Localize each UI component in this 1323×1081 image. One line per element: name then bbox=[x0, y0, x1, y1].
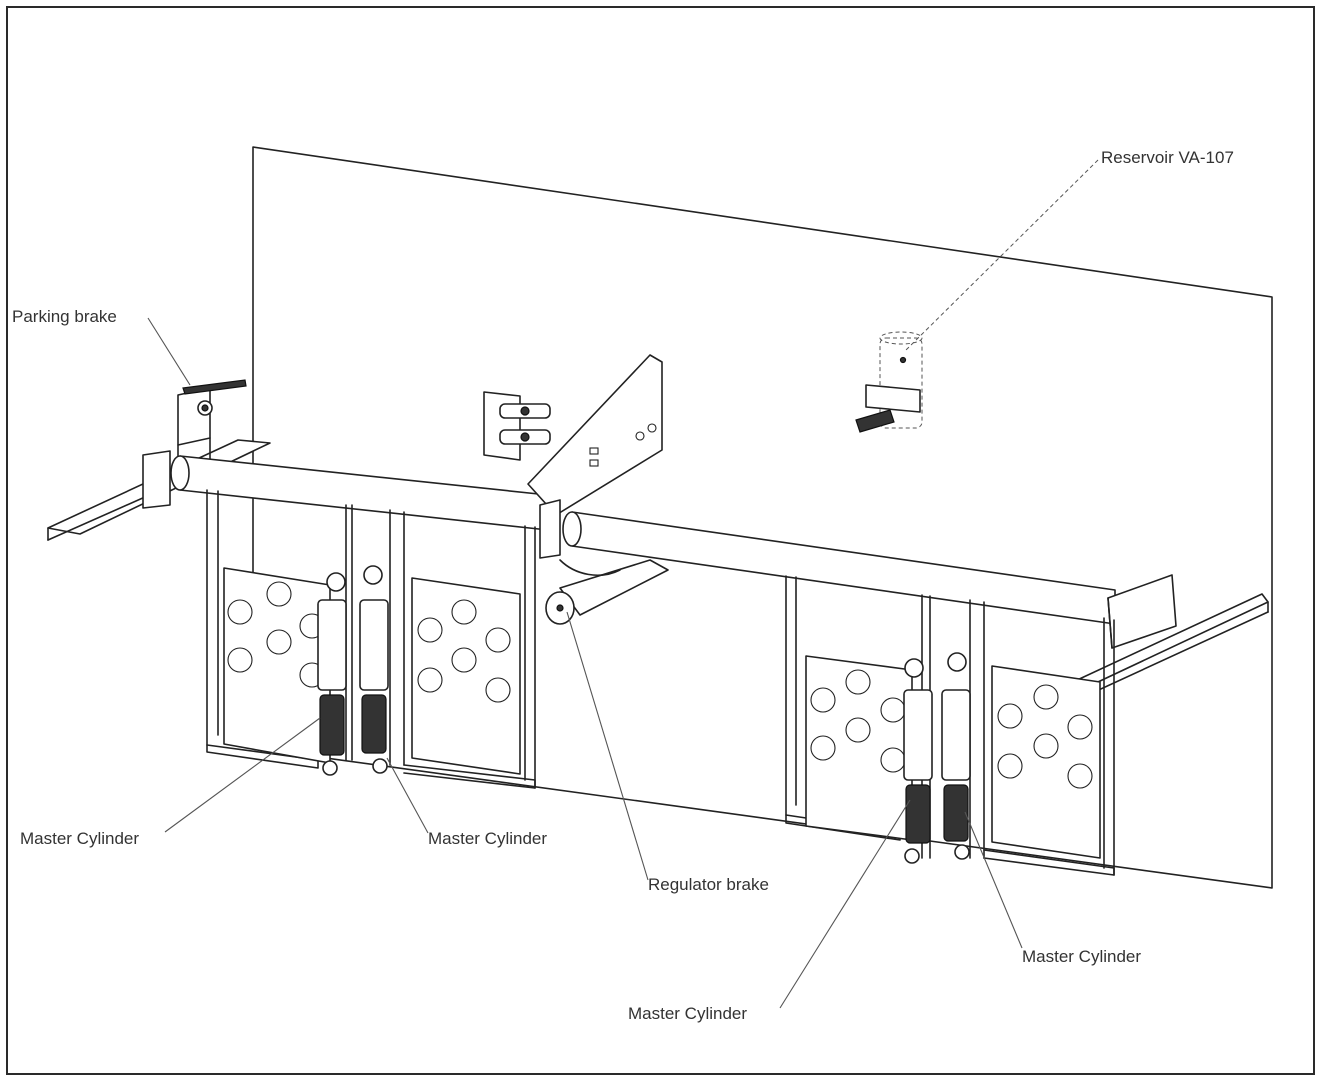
reservoir bbox=[855, 331, 923, 433]
master-cylinder-4 bbox=[941, 652, 971, 860]
master-cylinder-1 bbox=[317, 572, 347, 776]
label-regulator-brake: Regulator brake bbox=[648, 875, 769, 894]
label-master-cylinder-2: Master Cylinder bbox=[428, 829, 547, 848]
label-reservoir: Reservoir VA-107 bbox=[1101, 148, 1234, 167]
right-crossbar bbox=[562, 511, 1177, 649]
label-master-cylinder-3: Master Cylinder bbox=[628, 1004, 747, 1023]
left-pedal-1 bbox=[223, 567, 331, 764]
master-cylinder-3 bbox=[903, 658, 933, 864]
valve-block bbox=[483, 391, 551, 461]
back-panel bbox=[252, 146, 1273, 889]
label-master-cylinder-4: Master Cylinder bbox=[1022, 947, 1141, 966]
left-pedal-frame bbox=[206, 489, 536, 789]
label-parking-brake: Parking brake bbox=[12, 307, 117, 326]
regulator-brake bbox=[545, 559, 669, 625]
central-bracket bbox=[527, 354, 663, 559]
parking-brake bbox=[142, 379, 247, 509]
left-pedal-2 bbox=[411, 577, 521, 775]
right-pedal-1 bbox=[805, 655, 913, 841]
label-master-cylinder-1: Master Cylinder bbox=[20, 829, 139, 848]
leader-lines bbox=[147, 159, 1099, 1009]
master-cylinder-2 bbox=[359, 565, 389, 774]
right-pedal-2 bbox=[991, 665, 1101, 859]
